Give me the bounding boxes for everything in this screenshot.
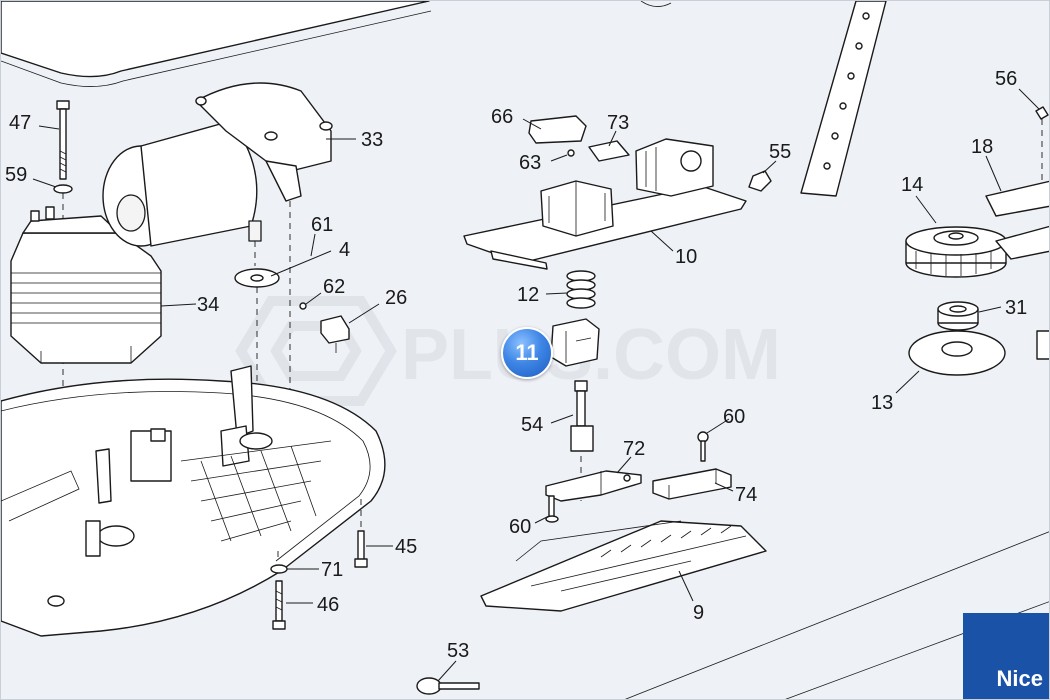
pin-62-and-clip-26	[299, 302, 350, 353]
label-62: 62	[323, 276, 345, 298]
screw-60-right	[697, 431, 709, 462]
brand-logo: Nice	[963, 613, 1049, 699]
control-plate-10	[463, 115, 772, 270]
bearing-31	[937, 301, 979, 331]
spring-12	[566, 270, 596, 309]
label-31: 31	[1005, 297, 1027, 319]
leader-lines	[32, 88, 1040, 682]
label-72: 72	[623, 438, 645, 460]
label-59: 59	[5, 164, 27, 186]
label-26: 26	[385, 287, 407, 309]
label-54: 54	[521, 414, 543, 436]
label-12: 12	[517, 284, 539, 306]
label-9: 9	[693, 602, 704, 624]
label-56: 56	[995, 68, 1017, 90]
label-33: 33	[361, 129, 383, 151]
label-55: 55	[769, 141, 791, 163]
rod-fragment	[640, 1, 672, 7]
label-60-top: 60	[723, 406, 745, 428]
block-11	[550, 318, 600, 367]
label-53: 53	[447, 640, 469, 662]
label-4: 4	[339, 239, 350, 261]
label-13: 13	[871, 392, 893, 414]
label-66: 66	[491, 106, 513, 128]
part-labels: 47 59 33 61 4 62 26 34 45 71 46 53 66 73…	[5, 68, 1027, 662]
label-18: 18	[971, 136, 993, 158]
washer-13	[908, 330, 1006, 376]
rack-strip	[800, 1, 887, 197]
screw-60-left	[545, 495, 559, 523]
label-10: 10	[675, 246, 697, 268]
label-47: 47	[9, 112, 31, 134]
clip-74	[652, 468, 732, 500]
plate-18	[985, 106, 1049, 360]
bracket-72	[545, 470, 642, 502]
label-74: 74	[735, 484, 757, 506]
gear-14	[905, 226, 1007, 278]
label-60-bottom: 60	[509, 516, 531, 538]
label-45: 45	[395, 536, 417, 558]
label-14: 14	[901, 174, 923, 196]
motor-33	[102, 82, 333, 247]
label-46: 46	[317, 594, 339, 616]
label-63: 63	[519, 152, 541, 174]
label-73: 73	[607, 112, 629, 134]
selected-part-callout-11[interactable]: 11	[501, 327, 553, 379]
screw-53	[416, 677, 480, 695]
label-71: 71	[321, 559, 343, 581]
label-61: 61	[311, 214, 333, 236]
label-34: 34	[197, 294, 219, 316]
housing-top-edge	[1, 1, 432, 87]
rail-9	[480, 520, 767, 612]
base-housing	[1, 365, 386, 637]
